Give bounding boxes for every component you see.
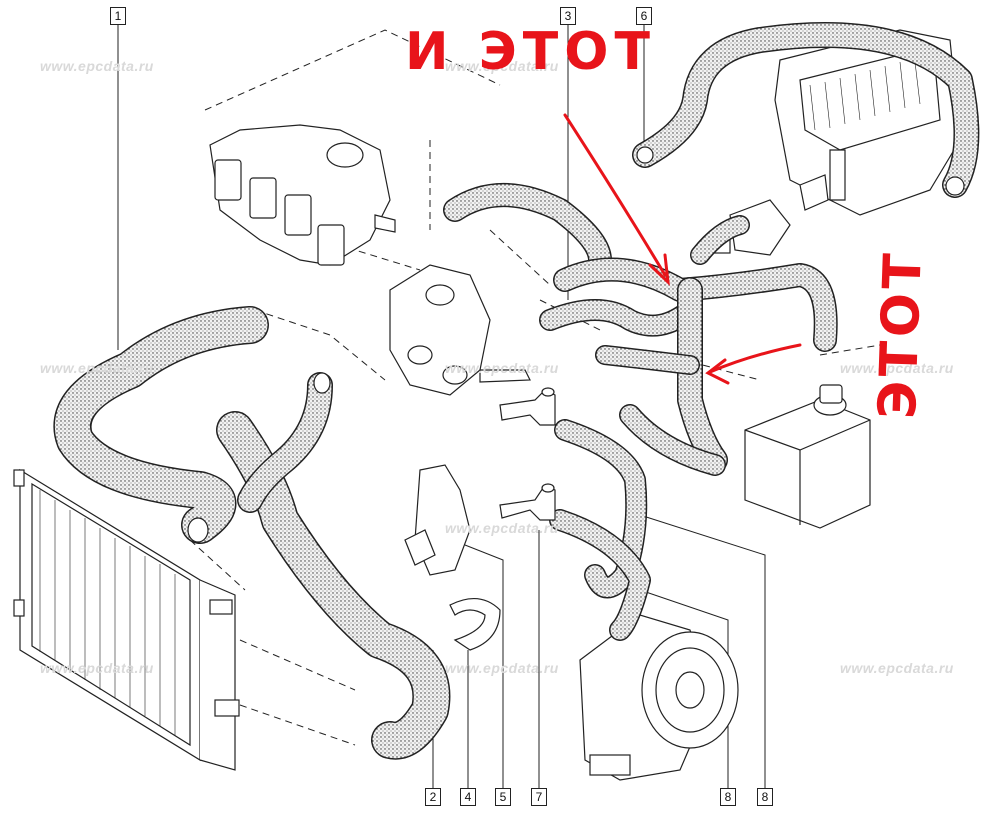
engine-block [209, 124, 396, 266]
thermostat-housing [389, 264, 531, 396]
annotation-top: И ЭТОТ [405, 22, 656, 82]
annotation-arrows [563, 113, 802, 385]
watermark: www.epcdata.ru [840, 360, 954, 376]
hoses [53, 22, 980, 760]
watermark: www.epcdata.ru [445, 360, 559, 376]
watermark: www.epcdata.ru [40, 660, 154, 676]
heater-box [774, 29, 961, 216]
callout-5: 5 [495, 788, 511, 806]
callout-4: 4 [460, 788, 476, 806]
watermark: www.epcdata.ru [445, 520, 559, 536]
watermark: www.epcdata.ru [445, 58, 559, 74]
bracket [404, 464, 471, 576]
annotation-right: ЭТОТ [867, 248, 934, 420]
watermark: www.epcdata.ru [40, 360, 154, 376]
watermark: www.epcdata.ru [40, 58, 154, 74]
callout-3: 3 [560, 7, 576, 25]
callout-7: 7 [531, 788, 547, 806]
water-pump [579, 614, 739, 781]
callout-8: 8 [720, 788, 736, 806]
callout-6: 6 [636, 7, 652, 25]
callout-8b: 8 [757, 788, 773, 806]
pipe-ends [187, 146, 965, 543]
hose-clip [449, 598, 501, 651]
t-connectors [499, 387, 556, 521]
expansion-tank [744, 384, 871, 529]
callout-2: 2 [425, 788, 441, 806]
watermark: www.epcdata.ru [840, 660, 954, 676]
radiator [13, 468, 240, 771]
watermark: www.epcdata.ru [445, 660, 559, 676]
callout-1: 1 [110, 7, 126, 25]
